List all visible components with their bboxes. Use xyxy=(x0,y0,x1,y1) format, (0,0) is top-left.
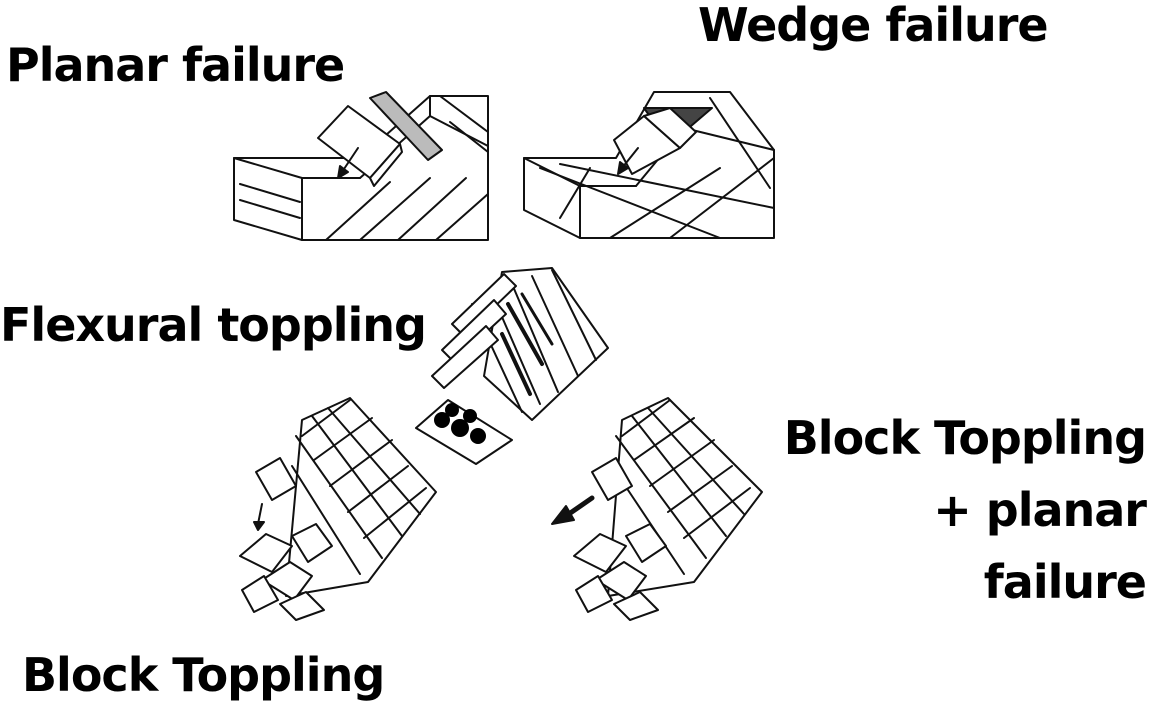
planar-failure-label: Planar failure xyxy=(6,38,345,92)
flexural-toppling-label: Flexural toppling xyxy=(0,298,427,352)
combo-line-3: failure xyxy=(983,555,1147,609)
flexural-toppling-sketch xyxy=(415,267,609,465)
block-toppling-planar-sketch xyxy=(551,397,763,621)
block-toppling-planar-label: Block Toppling + planar failure xyxy=(766,402,1147,618)
wedge-failure-sketch xyxy=(523,91,775,239)
combo-line-2: + planar xyxy=(933,483,1147,537)
planar-failure-sketch xyxy=(233,91,489,241)
block-toppling-sketch xyxy=(239,397,437,621)
block-toppling-label: Block Toppling xyxy=(22,648,385,702)
wedge-failure-label: Wedge failure xyxy=(698,0,1049,52)
combo-line-1: Block Toppling xyxy=(783,411,1147,465)
